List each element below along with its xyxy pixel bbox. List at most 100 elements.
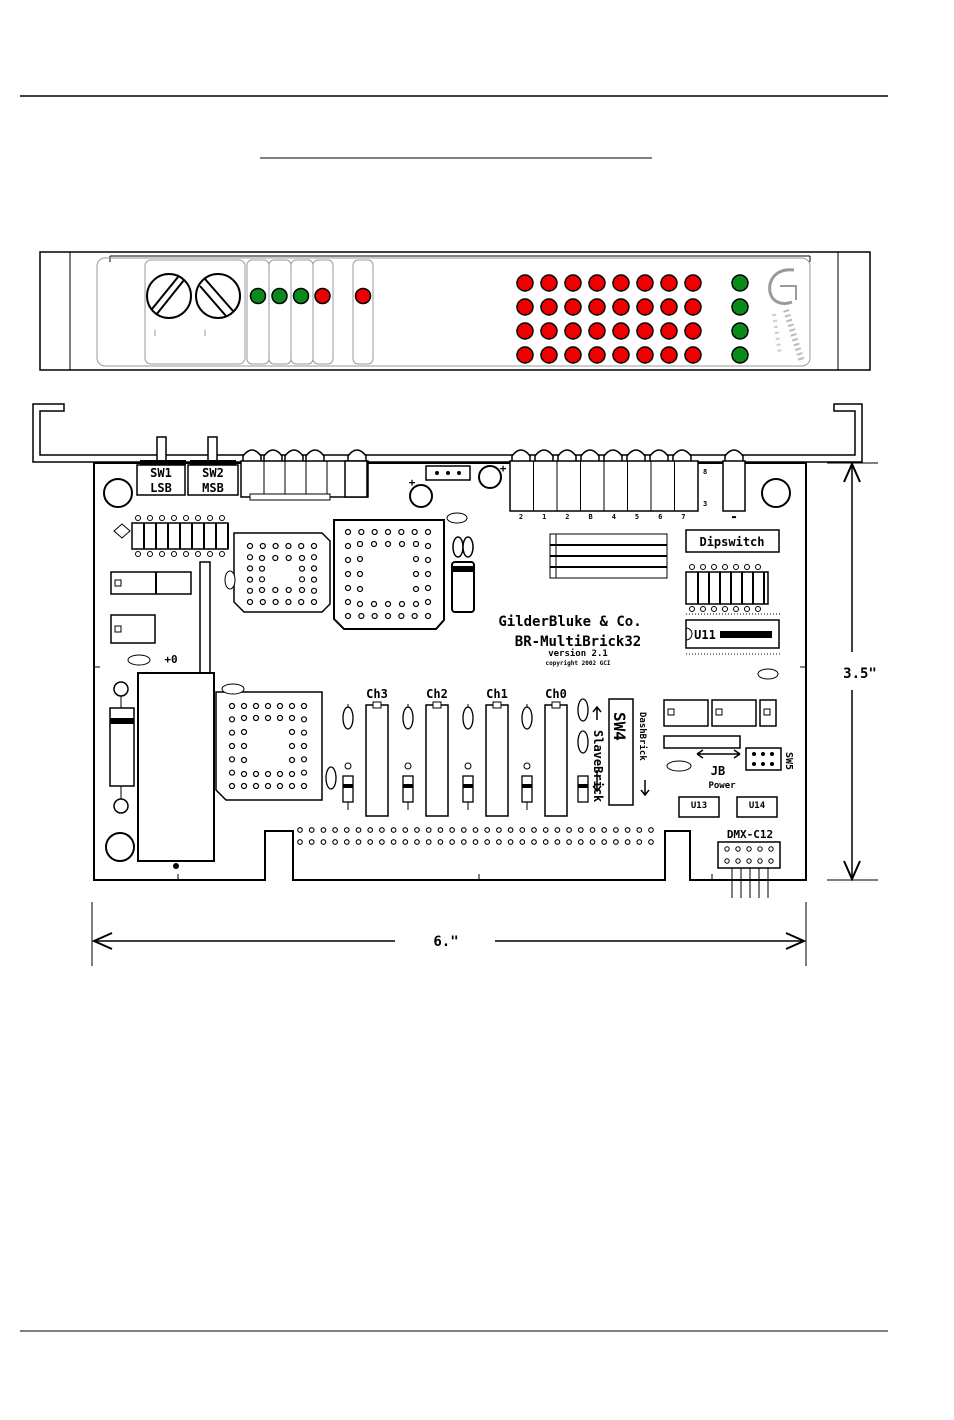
matrix-led	[517, 299, 533, 315]
matrix-led	[685, 347, 701, 363]
u14-label: U14	[749, 801, 766, 811]
channel-driver-chip	[545, 705, 567, 816]
matrix-led	[565, 347, 581, 363]
front-panel	[40, 252, 870, 370]
status-led	[732, 347, 748, 363]
matrix-led	[685, 275, 701, 291]
led-block-left	[241, 461, 368, 500]
matrix-led	[661, 275, 677, 291]
dipswitch-label: Dipswitch	[699, 535, 764, 549]
capacitor-left	[111, 572, 191, 594]
dip-resistor-network	[686, 565, 768, 612]
matrix-led	[637, 299, 653, 315]
sw1-lsb-label: LSB	[150, 481, 172, 495]
matrix-led	[565, 299, 581, 315]
front-panel-led	[251, 289, 266, 304]
front-panel-led	[272, 289, 287, 304]
channel-label: Ch3	[366, 687, 388, 701]
u14-chip: U14	[737, 797, 777, 817]
front-panel-led	[294, 289, 309, 304]
dashbrick-label: DashBrick	[637, 712, 648, 761]
battery-module	[138, 673, 214, 869]
u11-label: U11	[694, 628, 716, 642]
header-number: 5	[635, 513, 639, 521]
matrix-led	[541, 323, 557, 339]
power-connector-small	[426, 466, 470, 480]
dmx-connector[interactable]: DMX-C12	[718, 828, 780, 898]
channel-label: Ch2	[426, 687, 448, 701]
board-maker-label: GilderBluke & Co.	[498, 614, 641, 630]
board-model-label: BR-MultiBrick32	[515, 634, 641, 650]
sw2-label: SW2	[202, 466, 224, 480]
matrix-led	[637, 323, 653, 339]
bus-traces	[550, 534, 667, 578]
matrix-led	[685, 299, 701, 315]
plcc-socket-2	[334, 520, 444, 629]
sw4-label: SW4	[610, 712, 629, 741]
matrix-led	[637, 347, 653, 363]
matrix-led	[613, 275, 629, 291]
header-number: 2	[519, 513, 523, 521]
crystal-oscillator	[452, 537, 474, 612]
matrix-led	[589, 275, 605, 291]
header-number: 4	[612, 513, 616, 521]
header-number: 1	[542, 513, 546, 521]
slavebrick-label: SlaveBrick	[591, 730, 605, 803]
board-version-label: version 2.1	[548, 648, 608, 659]
front-panel-led	[356, 289, 371, 304]
u13-chip: U13	[679, 797, 719, 817]
channel-driver-chip	[486, 705, 508, 816]
mounting-hole	[106, 833, 134, 861]
matrix-led	[517, 347, 533, 363]
dipswitch[interactable]: Dipswitch	[686, 530, 779, 552]
sw4-switch[interactable]: SW4	[609, 699, 633, 805]
height-dimension-label: 3.5"	[843, 666, 877, 682]
matrix-led	[613, 347, 629, 363]
sw2-msb-switch[interactable]: SW2 MSB	[188, 465, 238, 495]
plcc-socket-1	[234, 533, 330, 612]
matrix-led	[589, 347, 605, 363]
plus-mark: +	[409, 476, 416, 489]
plus-mark-2: +	[500, 462, 507, 475]
plcc-socket-3	[216, 692, 322, 800]
channel-driver-chip	[366, 705, 388, 816]
sw5-label: SW5	[783, 752, 794, 770]
mounting-hole	[762, 479, 790, 507]
mounting-hole	[104, 479, 132, 507]
matrix-led	[589, 323, 605, 339]
svg-text:+0: +0	[164, 653, 177, 666]
matrix-led	[541, 299, 557, 315]
matrix-led	[565, 275, 581, 291]
matrix-led	[565, 323, 581, 339]
width-dimension: 6."	[92, 902, 806, 966]
sw1-label: SW1	[150, 466, 172, 480]
matrix-led	[637, 275, 653, 291]
sw1-lsb-switch[interactable]: SW1 LSB	[137, 465, 185, 495]
matrix-led	[589, 299, 605, 315]
width-dimension-label: 6."	[433, 934, 458, 950]
front-panel-led	[315, 289, 330, 304]
matrix-led	[613, 299, 629, 315]
header-number: B	[588, 513, 592, 521]
matrix-led	[685, 323, 701, 339]
u13-label: U13	[691, 801, 707, 811]
sw2-msb-label: MSB	[202, 481, 224, 495]
dmx-label: DMX-C12	[727, 828, 773, 841]
matrix-led	[541, 275, 557, 291]
power-label: Power	[708, 781, 736, 791]
height-dimension: 3.5"	[827, 463, 878, 880]
header-right-top-number: 8	[703, 468, 707, 476]
front-panel-single-led	[356, 289, 371, 304]
matrix-led	[661, 323, 677, 339]
matrix-led	[541, 347, 557, 363]
sw5-header[interactable]: SW5	[746, 748, 794, 770]
header-number: 6	[658, 513, 662, 521]
channel-label: Ch0	[545, 687, 567, 701]
rotary-switch-msb[interactable]	[196, 274, 240, 318]
header-number: 7	[681, 513, 685, 521]
matrix-led	[517, 323, 533, 339]
rotary-switch-lsb[interactable]	[147, 274, 191, 318]
channel-label: Ch1	[486, 687, 508, 701]
matrix-led	[613, 323, 629, 339]
matrix-led	[517, 275, 533, 291]
